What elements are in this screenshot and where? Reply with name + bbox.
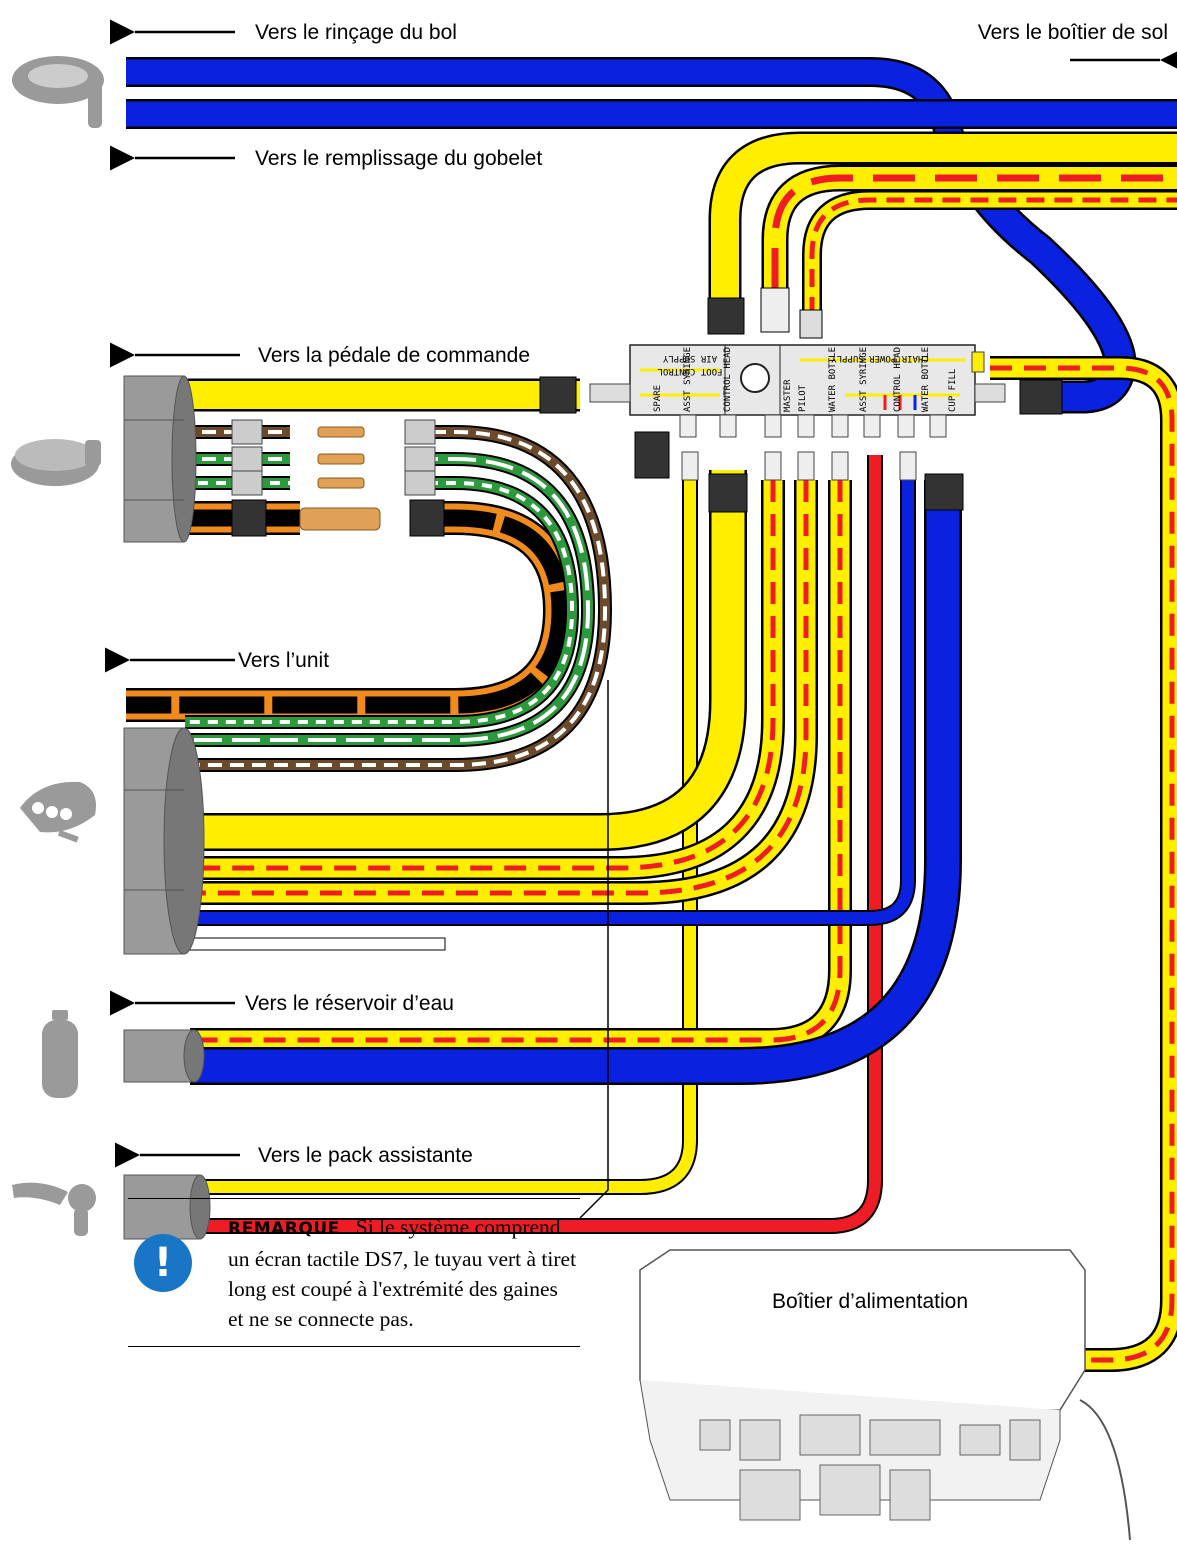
manifold-block: AIR SUPPLY FOOT CONTROL CHAIR POWER SUPP… [589,344,1006,416]
blue-thick-fitting [924,473,964,511]
unused-white-hose [169,937,446,951]
yellow-thick-fitting [708,473,748,513]
spare-cap [634,431,670,479]
port-label-control-head: CONTROL HEAD [723,347,733,412]
manifold-port-labels: SPARE ASST SYRINGE CONTROL HEAD MASTER P… [653,347,958,412]
note-title: REMARQUE [228,1219,340,1239]
blue-riser-fitting [1019,379,1063,415]
unit-icon [20,781,96,843]
power-supply-hose [990,356,1177,1380]
top-fitting-2 [760,287,790,333]
top-fitting-3 [799,309,823,339]
vertical-red [190,455,883,1234]
bowl-icon [12,56,104,128]
foot-control-yellow [170,376,580,414]
vertical-yellow-thick [170,470,747,851]
note-body: Si le système comprend un écran tactile … [228,1215,577,1331]
power-box [639,1249,1131,1541]
orange-fitting-left [231,499,267,537]
vertical-blue-thin [170,455,916,926]
unit-orange-hose [126,501,578,722]
foot-control-label: Vers la pédale de commande [258,344,530,367]
unit-brown-hose [185,425,613,772]
orange-fitting-right [409,499,445,537]
port-label-control-head-2: CONTROL HEAD [893,347,903,412]
hose-connectors [231,419,436,496]
port-label-asst-syringe: ASST SYRINGE [683,347,693,412]
yellow-top-hose-1 [708,131,1177,305]
vertical-yellow-red-2 [170,480,818,905]
crimp-fittings [681,451,917,481]
cup-fill-label: Vers le remplissage du gobelet [255,147,542,170]
unit-label: Vers l’unit [238,649,329,672]
power-box-label: Boîtier d’alimentation [772,1290,968,1313]
port-label-spare: SPARE [653,385,663,412]
vertical-yellow-red-3 [190,480,852,1052]
water-tank-label: Vers le réservoir d’eau [245,992,454,1015]
floor-box-label: Vers le boîtier de sol [978,21,1168,44]
note-bottom-rule [128,1346,580,1347]
assistant-label: Vers le pack assistante [258,1144,473,1167]
port-label-master: MASTER [783,379,793,412]
port-label-asst-syringe-2: ASST SYRINGE [859,347,869,412]
manifold-label-foot-control: FOOT CONTROL [657,366,722,376]
warning-icon: ! [134,1234,192,1292]
vertical-yellow-thin [190,460,698,1195]
port-label-pilot: PILOT [798,384,808,412]
foot-pedal-icon [11,439,101,486]
yellow-red-top-hose-3 [802,190,1177,315]
foot-control-sheath [123,375,197,543]
barb-couplers [299,426,381,531]
manifold-label-chair-power: CHAIR POWER SUPPLY [831,353,929,363]
assistant-pack-icon [12,1182,96,1236]
vertical-blue-thick [190,480,962,1085]
note-top-rule [128,1198,580,1199]
vertical-yellow-red-1 [170,480,785,880]
port-label-water-bottle-2: WATER BOTTLE [921,347,931,412]
note-leader-line [579,680,609,1219]
assistant-sheath [123,1174,211,1240]
water-bottle-icon [42,1010,78,1098]
unit-green-hose-2 [185,476,580,729]
rinse-label: Vers le rinçage du bol [255,21,457,44]
unit-green-hose-1 [185,452,596,747]
port-label-water-bottle: WATER BOTTLE [828,347,838,412]
water-tank-sheath [123,1029,205,1083]
port-label-cup-fill: CUP FILL [948,369,958,412]
unit-sheath [123,727,205,955]
yellow-red-top-hose-2 [761,164,1177,290]
manifold-ports [679,414,947,438]
top-fitting-1 [707,297,745,335]
manifold-label-air-supply: AIR SUPPLY [662,353,717,363]
